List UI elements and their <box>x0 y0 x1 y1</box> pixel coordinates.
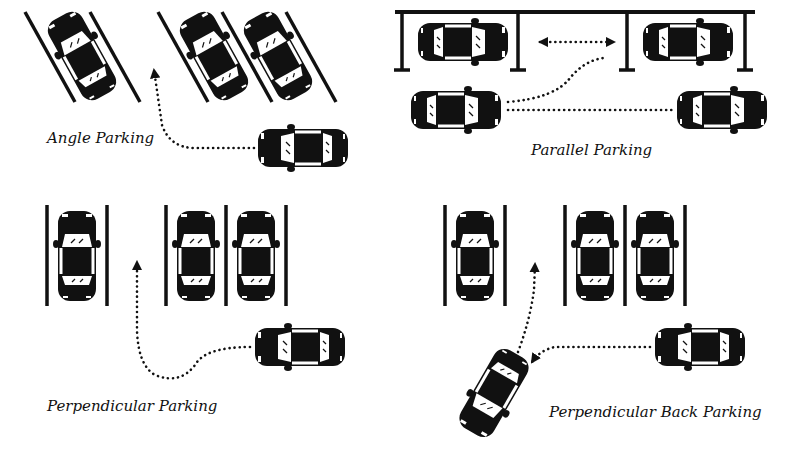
caption-label: Perpendicular Back Parking <box>549 403 762 421</box>
angle-parking <box>25 5 348 172</box>
caption-label: Parallel Parking <box>531 141 652 159</box>
perpendicular-parking <box>47 205 345 378</box>
parallel-parking <box>394 12 767 134</box>
caption-label: Perpendicular Parking <box>47 397 217 415</box>
caption-label: Angle Parking <box>47 129 154 147</box>
